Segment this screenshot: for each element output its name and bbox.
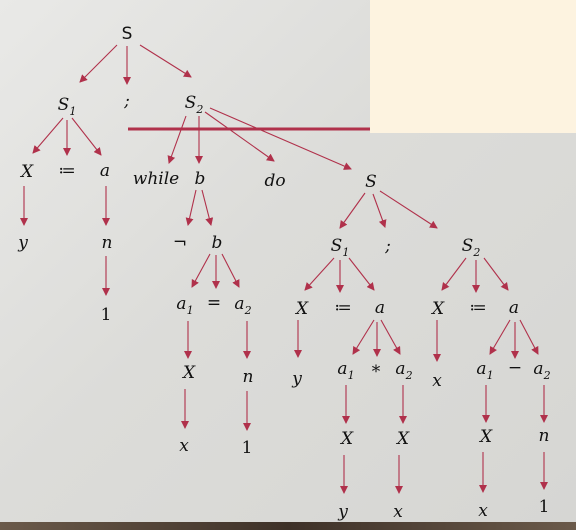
node-pa: a	[375, 298, 385, 318]
node-times: *	[372, 362, 381, 382]
node-while: while	[133, 169, 179, 189]
edge-qa-a1	[489, 319, 511, 355]
node-pa1: a1	[337, 359, 354, 382]
edge-pa-a1	[352, 319, 375, 355]
node-py2: y	[337, 502, 348, 522]
node-q1: 1	[539, 497, 550, 517]
node-qxleaf: x	[432, 371, 442, 391]
edge-s1-a	[71, 117, 102, 156]
node-qa: a	[509, 298, 519, 318]
node-one: 1	[101, 305, 112, 325]
node-s31: S1	[331, 236, 350, 259]
edge-s-s1	[339, 192, 366, 229]
edge-s-s2	[379, 190, 438, 229]
edge-s2-do	[204, 111, 275, 162]
node-y: y	[17, 233, 28, 253]
node-s2: S2	[185, 93, 204, 116]
edge-s32-x	[441, 257, 467, 291]
edge-b-a1	[191, 253, 211, 288]
note-box	[370, 0, 576, 133]
edge-b-b	[201, 189, 214, 226]
node-m1: 1	[242, 438, 253, 458]
edge-s32-a	[483, 257, 509, 291]
edge-s31-x	[304, 257, 335, 291]
node-py: y	[291, 369, 302, 389]
node-assign: ≔	[58, 161, 76, 181]
node-mx: 𝑋	[181, 363, 196, 383]
tree-edges	[20, 44, 548, 494]
node-qx: 𝑋	[430, 299, 445, 319]
edge-pa-a2	[380, 319, 401, 355]
node-neg: ¬	[173, 233, 187, 253]
node-do: do	[264, 171, 285, 191]
node-qx1: 𝑋	[478, 427, 493, 447]
node-a1: a1	[176, 294, 193, 317]
node-mx-leaf: x	[179, 436, 189, 456]
node-minus: −	[508, 358, 522, 378]
node-a2: a2	[234, 294, 251, 317]
edge-s2-s	[209, 107, 352, 170]
edge-s31-a	[348, 257, 375, 291]
edge-root-s2	[139, 44, 192, 78]
node-qassign: ≔	[469, 298, 487, 318]
node-px: 𝑋	[294, 299, 309, 319]
node-px2: 𝑋	[395, 429, 410, 449]
node-qa2: a2	[533, 359, 550, 382]
node-semicolon: ;	[123, 91, 130, 111]
node-x: 𝑋	[19, 162, 34, 182]
node-s1: S1	[58, 95, 77, 118]
node-qa1: a1	[476, 359, 493, 382]
node-s: S	[365, 172, 377, 192]
edge-s-semi	[372, 193, 387, 228]
node-a: a	[100, 161, 110, 181]
node-qx2: x	[478, 501, 488, 521]
edge-qa-a2	[519, 319, 539, 355]
edge-s2-while	[167, 115, 187, 164]
node-b2: b	[212, 233, 223, 253]
node-n: n	[102, 233, 113, 253]
node-qn: n	[539, 426, 550, 446]
edge-root-s1	[79, 44, 118, 83]
node-semicolon2: ;	[384, 236, 391, 256]
node-passign: ≔	[334, 298, 352, 318]
node-px1: 𝑋	[339, 429, 354, 449]
node-eq: =	[207, 293, 221, 313]
node-b: b	[195, 169, 206, 189]
bottom-strip	[0, 522, 576, 530]
node-s32: S2	[462, 236, 481, 259]
tree-nodes: S S1 ; S2 𝑋 ≔ a y n 1 while b do S ¬ b a…	[17, 24, 550, 522]
edge-b-neg	[185, 189, 197, 226]
node-mn: n	[243, 367, 254, 387]
node-pxleaf: x	[393, 502, 403, 522]
node-root: S	[122, 24, 133, 44]
edge-b-a2	[221, 253, 240, 288]
node-pa2: a2	[395, 359, 412, 382]
edge-s1-x	[32, 117, 64, 154]
